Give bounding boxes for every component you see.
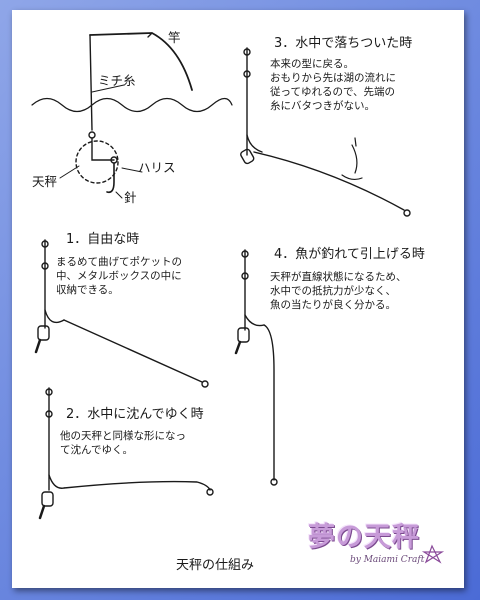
- panel-3-heading: 3．水中で落ちついた時: [274, 36, 413, 51]
- panel-3-line-1: 本来の型に戻る。: [270, 58, 354, 70]
- diagram-caption: 天秤の仕組み: [176, 558, 255, 573]
- logo-star-mark: [421, 544, 445, 564]
- panel-1-line-2: 中、メタルボックスの中に: [56, 270, 182, 282]
- line-label: ミチ糸: [98, 73, 136, 88]
- panel-1-illustration: [34, 239, 209, 388]
- panel-1-heading: 1．自由な時: [66, 232, 140, 247]
- panel-1-line-3: 収納できる。: [56, 284, 119, 296]
- panel-3-illustration: [240, 47, 411, 217]
- panel-3-line-3: 従ってゆれるので、先端の: [270, 86, 396, 98]
- panel-2-heading: 2．水中に沈んでゆく時: [66, 407, 204, 422]
- panel-4-illustration: [234, 249, 278, 486]
- panel-2-illustration: [38, 387, 214, 520]
- rod-label: 竿: [168, 30, 181, 45]
- panel-4-line-2: 水中での抵抗力が少なく、: [270, 285, 396, 297]
- setup-illustration: [31, 32, 233, 199]
- hook-label: 針: [124, 190, 137, 205]
- tenbin-illustrations: [31, 32, 445, 564]
- panel-4-line-3: 魚の当たりが良く分かる。: [270, 299, 396, 311]
- panel-3-line-2: おもりから先は湖の流れに: [270, 72, 396, 84]
- tenbin-label: 天秤: [32, 174, 58, 189]
- panel-4-line-1: 天秤が直線状態になるため、: [270, 271, 407, 283]
- panel-4-heading: 4．魚が釣れて引上げる時: [274, 247, 425, 262]
- panel-2-line-2: て沈んでゆく。: [60, 444, 133, 456]
- panel-2-line-1: 他の天秤と同様な形になっ: [60, 430, 186, 442]
- brand-signature: by Maiami Craft: [350, 555, 425, 565]
- brand-logo: 夢の天秤: [308, 522, 420, 553]
- diagram-sheet: 竿 ミチ糸 ハリス 天秤 針 3．水中で落ちついた時 本来の型に戻る。 おもりか…: [12, 10, 464, 588]
- panel-3-line-4: 糸にバタつきがない。: [270, 100, 375, 112]
- panel-1-line-1: まるめて曲げてポケットの: [56, 256, 182, 268]
- leader-label: ハリス: [138, 160, 176, 175]
